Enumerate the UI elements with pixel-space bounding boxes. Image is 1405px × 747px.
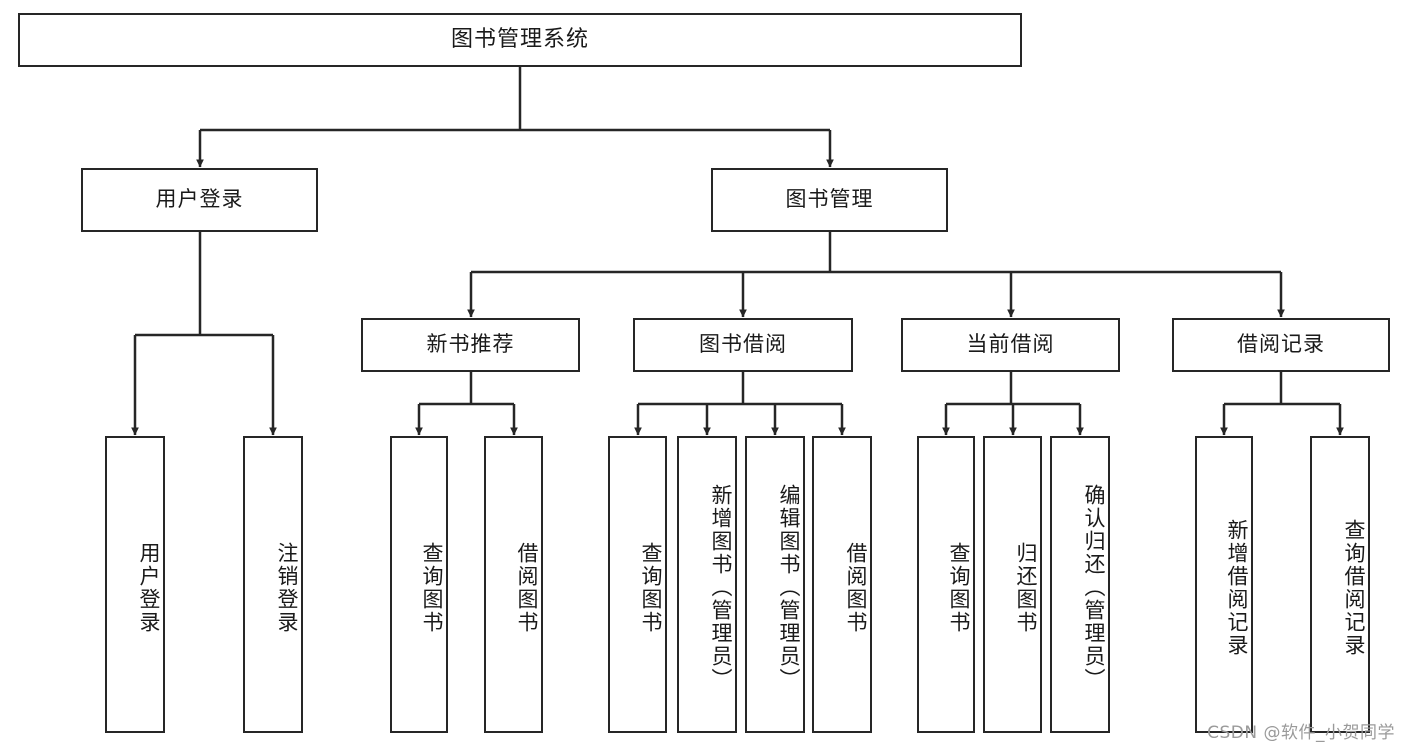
connector-lines (131, 67, 1344, 436)
node-label: 查询借阅记录 (1342, 518, 1366, 657)
node-leaf-query-record[interactable]: 查询借阅记录 (1310, 436, 1370, 733)
node-leaf-edit-book[interactable]: 编辑图书（管理员） (745, 436, 805, 733)
node-label: 归还图书 (1014, 541, 1038, 634)
node-book-manage[interactable]: 图书管理 (711, 168, 948, 232)
node-current-borrow[interactable]: 当前借阅 (901, 318, 1120, 372)
node-leaf-logout[interactable]: 注销登录 (243, 436, 303, 733)
node-leaf-add-book[interactable]: 新增图书（管理员） (677, 436, 737, 733)
node-label: 查询图书 (947, 541, 971, 634)
node-leaf-return-book[interactable]: 归还图书 (983, 436, 1042, 733)
node-label: 借阅记录 (1237, 332, 1325, 357)
node-leaf-borrow-book-1[interactable]: 借阅图书 (484, 436, 543, 733)
node-label: 新增借阅记录 (1225, 518, 1249, 657)
node-borrow-record[interactable]: 借阅记录 (1172, 318, 1390, 372)
node-label: 编辑图书（管理员） (777, 484, 801, 691)
node-user-login[interactable]: 用户登录 (81, 168, 318, 232)
node-leaf-query-book-3[interactable]: 查询图书 (917, 436, 975, 733)
node-label: 查询图书 (639, 541, 663, 634)
node-label: 图书管理系统 (450, 26, 589, 52)
node-leaf-add-record[interactable]: 新增借阅记录 (1195, 436, 1253, 733)
node-label: 查询图书 (420, 541, 444, 634)
node-root[interactable]: 图书管理系统 (18, 13, 1022, 67)
node-label: 确认归还（管理员） (1082, 484, 1106, 691)
node-leaf-confirm-return[interactable]: 确认归还（管理员） (1050, 436, 1110, 733)
node-label: 注销登录 (275, 541, 299, 634)
node-label: 借阅图书 (844, 541, 868, 634)
node-label: 当前借阅 (966, 332, 1055, 357)
node-leaf-borrow-book-2[interactable]: 借阅图书 (812, 436, 872, 733)
node-new-book-rec[interactable]: 新书推荐 (361, 318, 580, 372)
node-label: 借阅图书 (515, 541, 539, 634)
node-label: 用户登录 (155, 187, 244, 212)
node-leaf-user-login[interactable]: 用户登录 (105, 436, 165, 733)
node-label: 图书管理 (785, 187, 874, 212)
node-label: 新书推荐 (426, 332, 515, 357)
node-label: 图书借阅 (699, 332, 787, 357)
node-label: 新增图书（管理员） (709, 484, 733, 691)
node-leaf-query-book-2[interactable]: 查询图书 (608, 436, 667, 733)
node-label: 用户登录 (137, 541, 161, 634)
node-book-borrow[interactable]: 图书借阅 (633, 318, 853, 372)
node-leaf-query-book-1[interactable]: 查询图书 (390, 436, 448, 733)
